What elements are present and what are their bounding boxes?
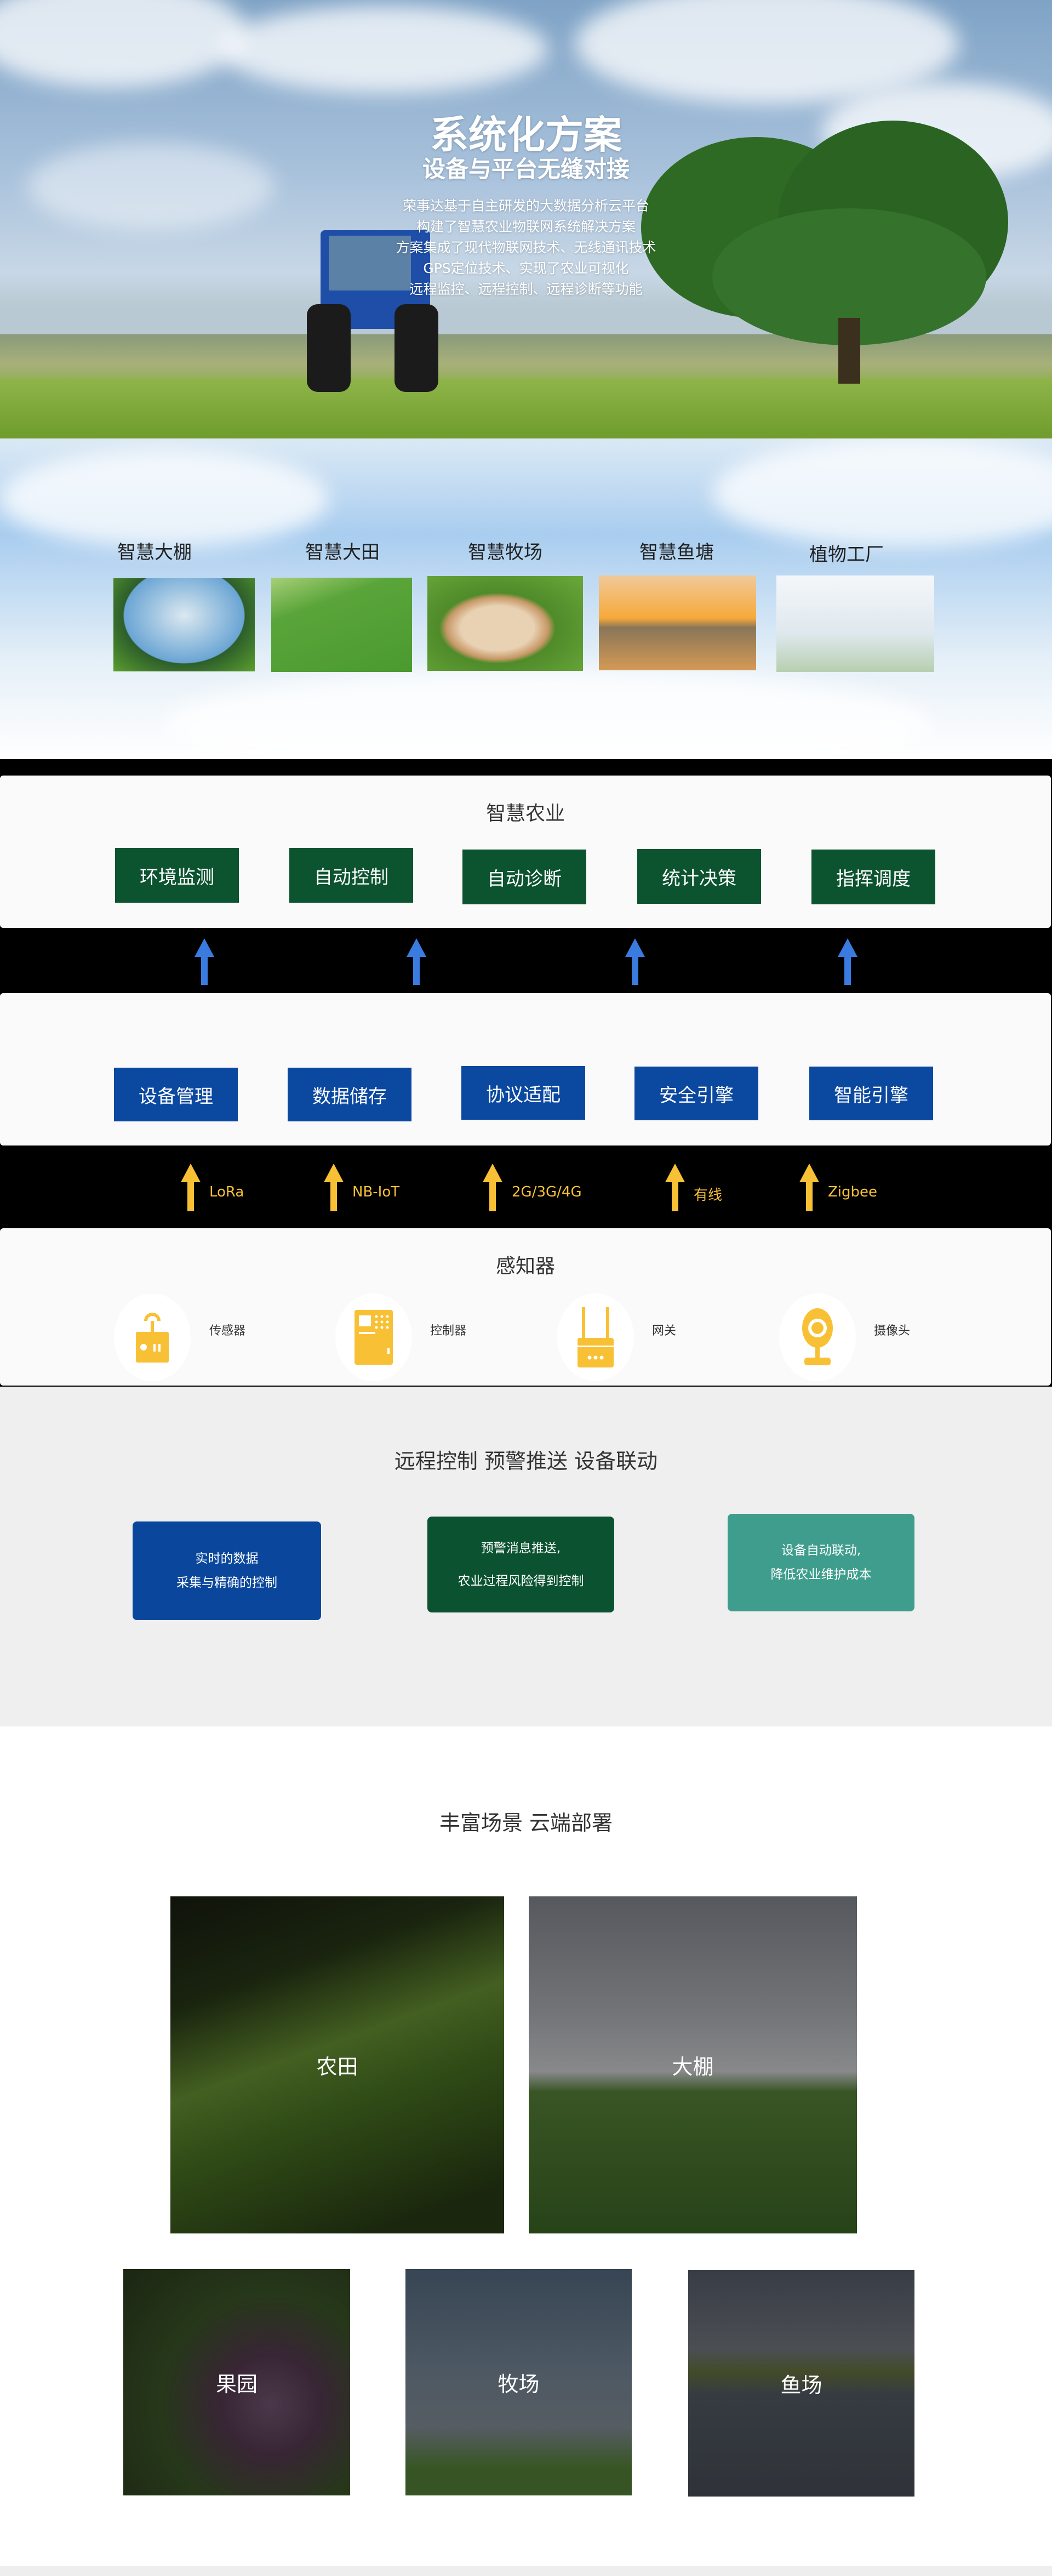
hero-description: 荣事达基于自主研发的大数据分析云平台 构建了智慧农业物联网系统解决方案 方案集成… <box>0 196 1052 300</box>
deploy-label: 鱼场 <box>780 2373 822 2397</box>
card-line: 农业过程风险得到控制 <box>458 1574 584 1588</box>
deploy-card-fishery[interactable]: 鱼场 <box>688 2270 914 2497</box>
deploy-title: 丰富场景 云端部署 <box>439 1811 613 1835</box>
hero-banner: 系统化方案 设备与平台无缝对接 荣事达基于自主研发的大数据分析云平台 构建了智慧… <box>0 0 1052 438</box>
feature-card-realtime[interactable]: 实时的数据 采集与精确的控制 <box>133 1521 321 1620</box>
hero-subtitle: 设备与平台无缝对接 <box>422 156 630 183</box>
arrow-up-icon <box>407 938 426 957</box>
arrow-up-icon <box>799 1164 819 1182</box>
app-item-auto-control[interactable]: 自动控制 <box>289 848 413 903</box>
app-item-dispatch[interactable]: 指挥调度 <box>811 850 935 904</box>
perception-layer-title: 感知器 <box>495 1255 555 1278</box>
arrow-up-icon <box>483 1164 502 1182</box>
field-image[interactable] <box>271 578 412 672</box>
arrow-up-icon <box>324 1164 344 1182</box>
deploy-card-orchard[interactable]: 果园 <box>123 2269 350 2495</box>
deploy-card-greenhouse[interactable]: 大棚 <box>529 1896 857 2233</box>
deploy-label: 牧场 <box>498 2372 540 2396</box>
hero-title: 系统化方案 <box>430 112 622 157</box>
arrow-up-icon <box>625 938 645 957</box>
hero-line: 方案集成了现代物联网技术、无线通讯技术 <box>396 240 656 255</box>
arrow-up-icon <box>838 938 857 957</box>
perception-label: 传感器 <box>209 1324 246 1338</box>
platform-item-ai[interactable]: 智能引擎 <box>809 1067 933 1120</box>
network-label: 有线 <box>694 1187 723 1204</box>
controller-icon <box>335 1293 412 1381</box>
hero-line: 构建了智慧农业物联网系统解决方案 <box>416 219 636 235</box>
hero-line: GPS定位技术、实现了农业可视化 <box>423 260 629 276</box>
app-layer-title: 智慧农业 <box>485 802 565 825</box>
camera-icon <box>779 1293 856 1381</box>
platform-item-security[interactable]: 安全引擎 <box>634 1067 758 1120</box>
deploy-label: 果园 <box>215 2372 258 2396</box>
perception-label: 网关 <box>652 1324 677 1338</box>
platform-item-device-mgmt[interactable]: 设备管理 <box>114 1068 238 1121</box>
deploy-card-farmland[interactable]: 农田 <box>170 1896 504 2233</box>
hero-line: 远程监控、远程控制、远程诊断等功能 <box>409 281 643 297</box>
feature-card-linkage[interactable]: 设备自动联动, 降低农业维护成本 <box>728 1514 914 1611</box>
gateway-icon <box>557 1293 634 1381</box>
arrow-up-icon <box>181 1164 201 1182</box>
card-line: 实时的数据 <box>195 1552 259 1566</box>
network-label: Zigbee <box>828 1184 878 1200</box>
arrow-up-icon <box>665 1164 685 1182</box>
fishpond-image[interactable] <box>599 575 756 670</box>
network-label: LoRa <box>209 1184 244 1200</box>
card-line: 降低农业维护成本 <box>770 1568 872 1582</box>
app-item-environment[interactable]: 环境监测 <box>115 848 239 903</box>
hero-line: 荣事达基于自主研发的大数据分析云平台 <box>402 198 649 214</box>
perception-label: 摄像头 <box>874 1324 911 1338</box>
platform-item-storage[interactable]: 数据储存 <box>288 1068 411 1121</box>
scenario-label: 植物工厂 <box>809 544 884 566</box>
card-line: 预警消息推送, <box>481 1541 561 1555</box>
plant-factory-image[interactable] <box>776 575 934 672</box>
perception-label: 控制器 <box>430 1324 467 1338</box>
footer-strip <box>0 2566 1052 2576</box>
platform-item-protocol[interactable]: 协议适配 <box>461 1066 585 1120</box>
greenhouse-image[interactable] <box>113 578 255 671</box>
deploy-label: 农田 <box>316 2055 358 2079</box>
scenario-label: 智慧牧场 <box>468 542 542 563</box>
card-line: 设备自动联动, <box>781 1543 861 1558</box>
deploy-card-ranch[interactable]: 牧场 <box>405 2269 632 2495</box>
network-label: NB-IoT <box>352 1184 400 1200</box>
app-item-auto-diagnosis[interactable]: 自动诊断 <box>462 850 586 904</box>
scenario-label: 智慧鱼塘 <box>639 542 714 563</box>
feature-card-alert[interactable]: 预警消息推送, 农业过程风险得到控制 <box>427 1517 614 1612</box>
scenario-label: 智慧大棚 <box>117 542 192 563</box>
deploy-label: 大棚 <box>672 2055 714 2079</box>
ranch-image[interactable] <box>427 576 583 671</box>
network-label: 2G/3G/4G <box>512 1184 582 1200</box>
scenario-label: 智慧大田 <box>305 542 380 563</box>
features-title: 远程控制 预警推送 设备联动 <box>394 1449 658 1473</box>
sensor-icon <box>114 1293 191 1381</box>
card-line: 采集与精确的控制 <box>176 1576 277 1590</box>
app-item-decision[interactable]: 统计决策 <box>637 849 761 904</box>
arrow-up-icon <box>195 938 214 957</box>
